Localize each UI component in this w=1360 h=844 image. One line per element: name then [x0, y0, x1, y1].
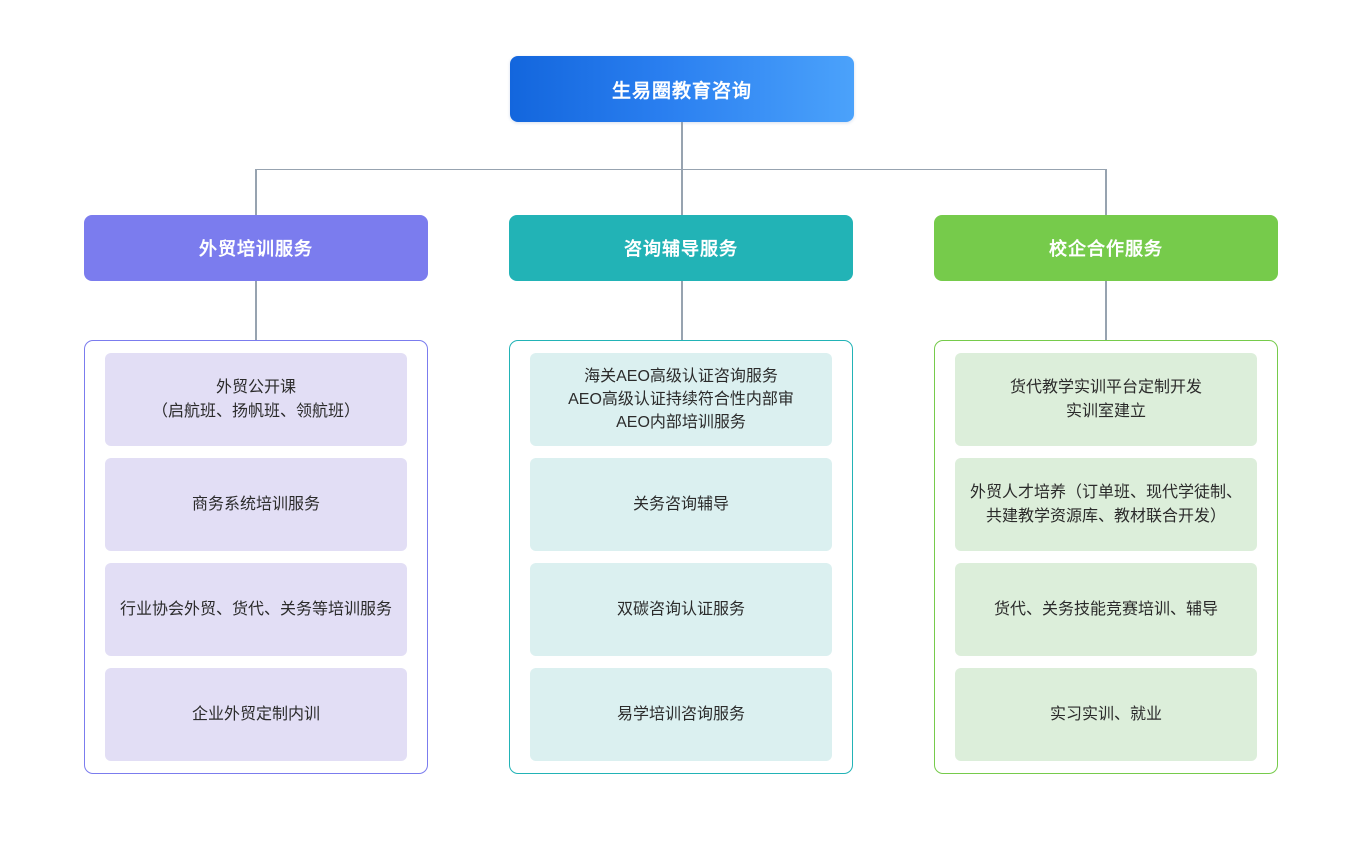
root-node-label: 生易圈教育咨询 [611, 80, 752, 102]
leaf-item[interactable]: 关务咨询辅导 [530, 458, 832, 551]
connector-branch3-panel-stub [1105, 281, 1107, 340]
leaf-item[interactable]: 外贸人才培养（订单班、现代学徒制、共建教学资源库、教材联合开发） [955, 458, 1257, 551]
branch-header-training[interactable]: 外贸培训服务 [84, 215, 428, 281]
leaf-item[interactable]: 商务系统培训服务 [105, 458, 407, 551]
branch-header-label: 外贸培训服务 [199, 239, 313, 259]
branch-header-school-enterprise[interactable]: 校企合作服务 [934, 215, 1278, 281]
branch-panel-consulting: 海关AEO高级认证咨询服务 AEO高级认证持续符合性内部审 AEO内部培训服务 … [509, 340, 853, 774]
connector-branch2-panel-stub [681, 281, 683, 340]
leaf-item[interactable]: 实习实训、就业 [955, 668, 1257, 761]
leaf-item[interactable]: 易学培训咨询服务 [530, 668, 832, 761]
leaf-item[interactable]: 行业协会外贸、货代、关务等培训服务 [105, 563, 407, 656]
connector-branch1-panel-stub [255, 281, 257, 340]
branch-panel-training: 外贸公开课 （启航班、扬帆班、领航班） 商务系统培训服务 行业协会外贸、货代、关… [84, 340, 428, 774]
connector-branch3-vertical [1105, 168, 1107, 216]
leaf-item[interactable]: 海关AEO高级认证咨询服务 AEO高级认证持续符合性内部审 AEO内部培训服务 [530, 353, 832, 446]
leaf-item[interactable]: 货代、关务技能竞赛培训、辅导 [955, 563, 1257, 656]
leaf-item[interactable]: 货代教学实训平台定制开发 实训室建立 [955, 353, 1257, 446]
branch-header-label: 咨询辅导服务 [624, 239, 738, 259]
leaf-item[interactable]: 企业外贸定制内训 [105, 668, 407, 761]
branch-panel-school-enterprise: 货代教学实训平台定制开发 实训室建立 外贸人才培养（订单班、现代学徒制、共建教学… [934, 340, 1278, 774]
leaf-item[interactable]: 双碳咨询认证服务 [530, 563, 832, 656]
connector-branch1-vertical [255, 168, 257, 216]
branch-header-consulting[interactable]: 咨询辅导服务 [509, 215, 853, 281]
branch-header-label: 校企合作服务 [1049, 239, 1163, 259]
leaf-item[interactable]: 外贸公开课 （启航班、扬帆班、领航班） [105, 353, 407, 446]
root-node[interactable]: 生易圈教育咨询 [510, 56, 854, 122]
connector-root-vertical [681, 122, 683, 170]
connector-branch2-vertical [681, 168, 683, 216]
